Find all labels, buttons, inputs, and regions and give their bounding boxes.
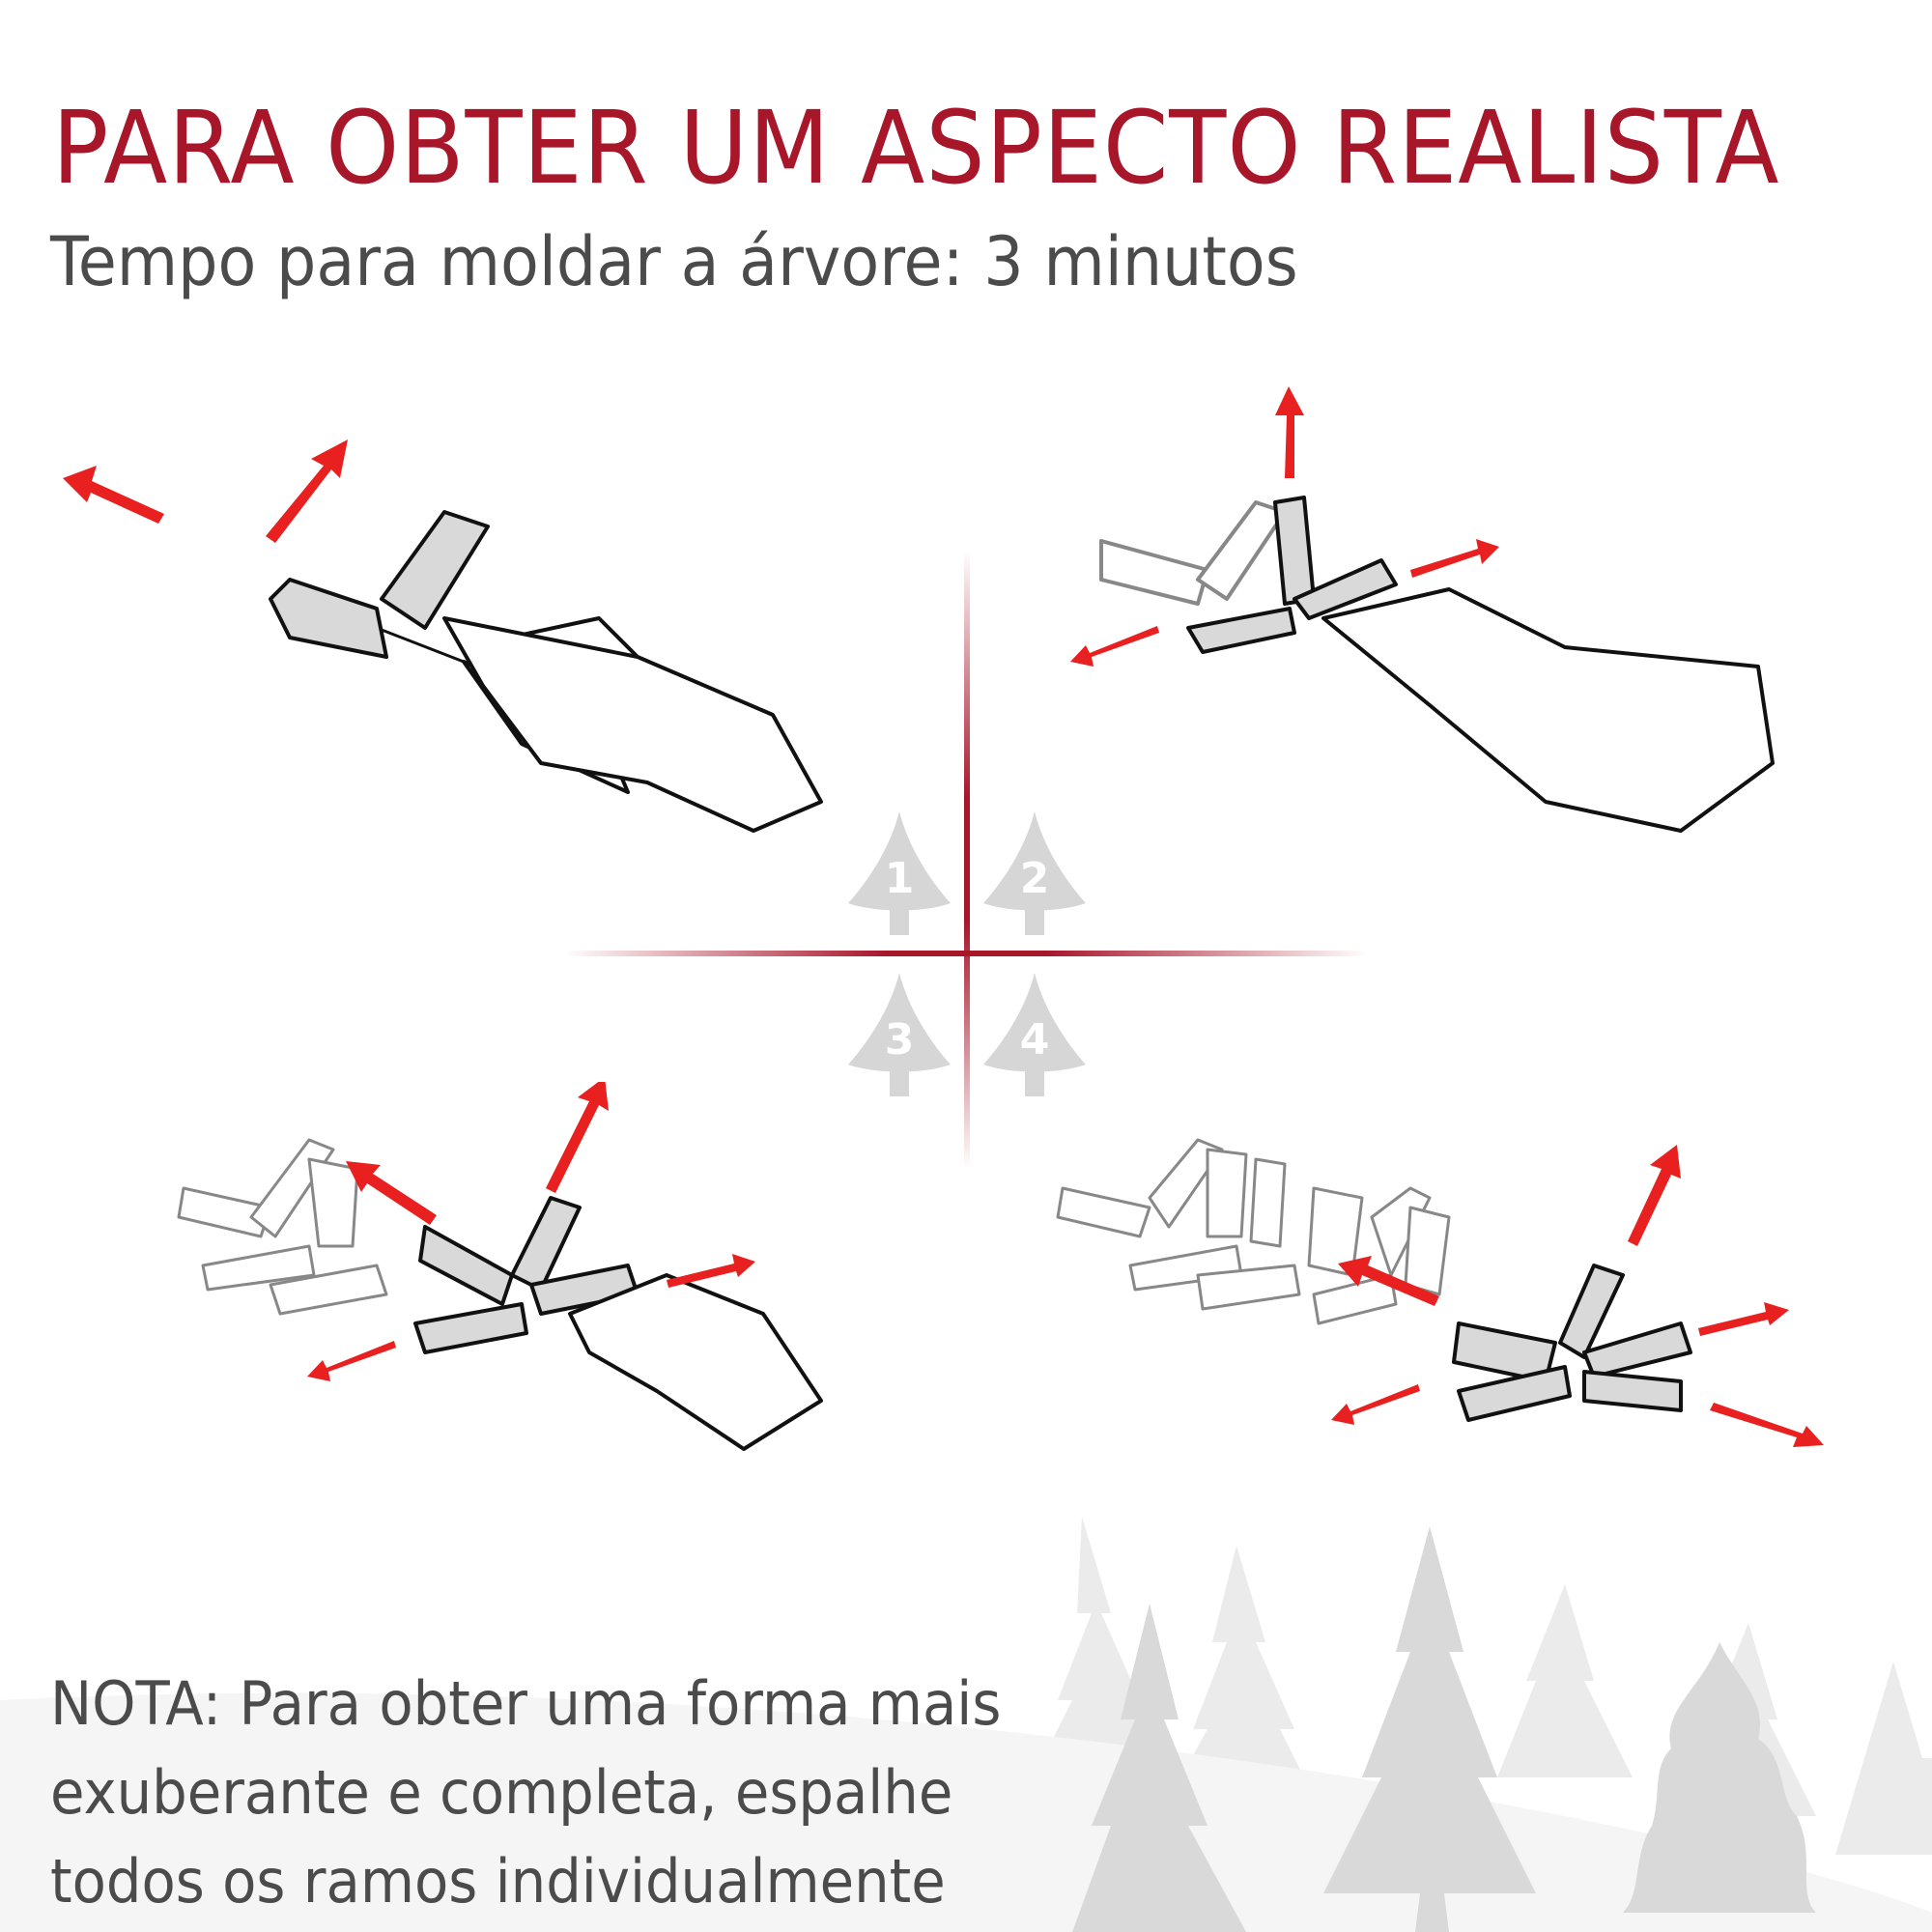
branch-tip-1 (269, 578, 388, 659)
step-2-tree-icon: 2 (981, 811, 1088, 937)
snowy-forest-background (0, 1517, 1932, 1932)
branch-step-1-illustration (63, 440, 823, 833)
divider-horizontal (565, 951, 1367, 956)
red-arrows (1070, 386, 1499, 667)
red-arrows (63, 440, 348, 543)
page-subtitle: Tempo para moldar a árvore: 3 minutos (50, 222, 1298, 301)
step-4-tree-icon: 4 (981, 973, 1088, 1098)
step-1-tree-icon: 1 (846, 811, 952, 937)
note-line-2: exuberante e completa, espalhe (50, 1757, 953, 1828)
note-line-1: NOTA: Para obter uma forma mais (50, 1668, 1002, 1739)
note-text: NOTA: Para obter uma forma mais exuberan… (50, 1660, 1001, 1926)
branch-step-2-illustration (1070, 386, 1775, 833)
step-3-tree-icon: 3 (846, 973, 952, 1098)
page-title: PARA OBTER UM ASPECTO REALISTA (52, 89, 1780, 207)
divider-vertical (964, 551, 970, 1169)
branch-step-4-illustration (1056, 1138, 1824, 1447)
step-number: 3 (884, 1015, 915, 1065)
step-number: 2 (1019, 854, 1050, 903)
step-number: 1 (884, 854, 915, 903)
red-arrows (307, 1082, 755, 1381)
branch-step-3-illustration (177, 1082, 823, 1451)
red-arrows (1331, 1145, 1824, 1447)
step-number: 4 (1019, 1015, 1050, 1065)
note-line-3: todos os ramos individualmente (50, 1846, 946, 1917)
